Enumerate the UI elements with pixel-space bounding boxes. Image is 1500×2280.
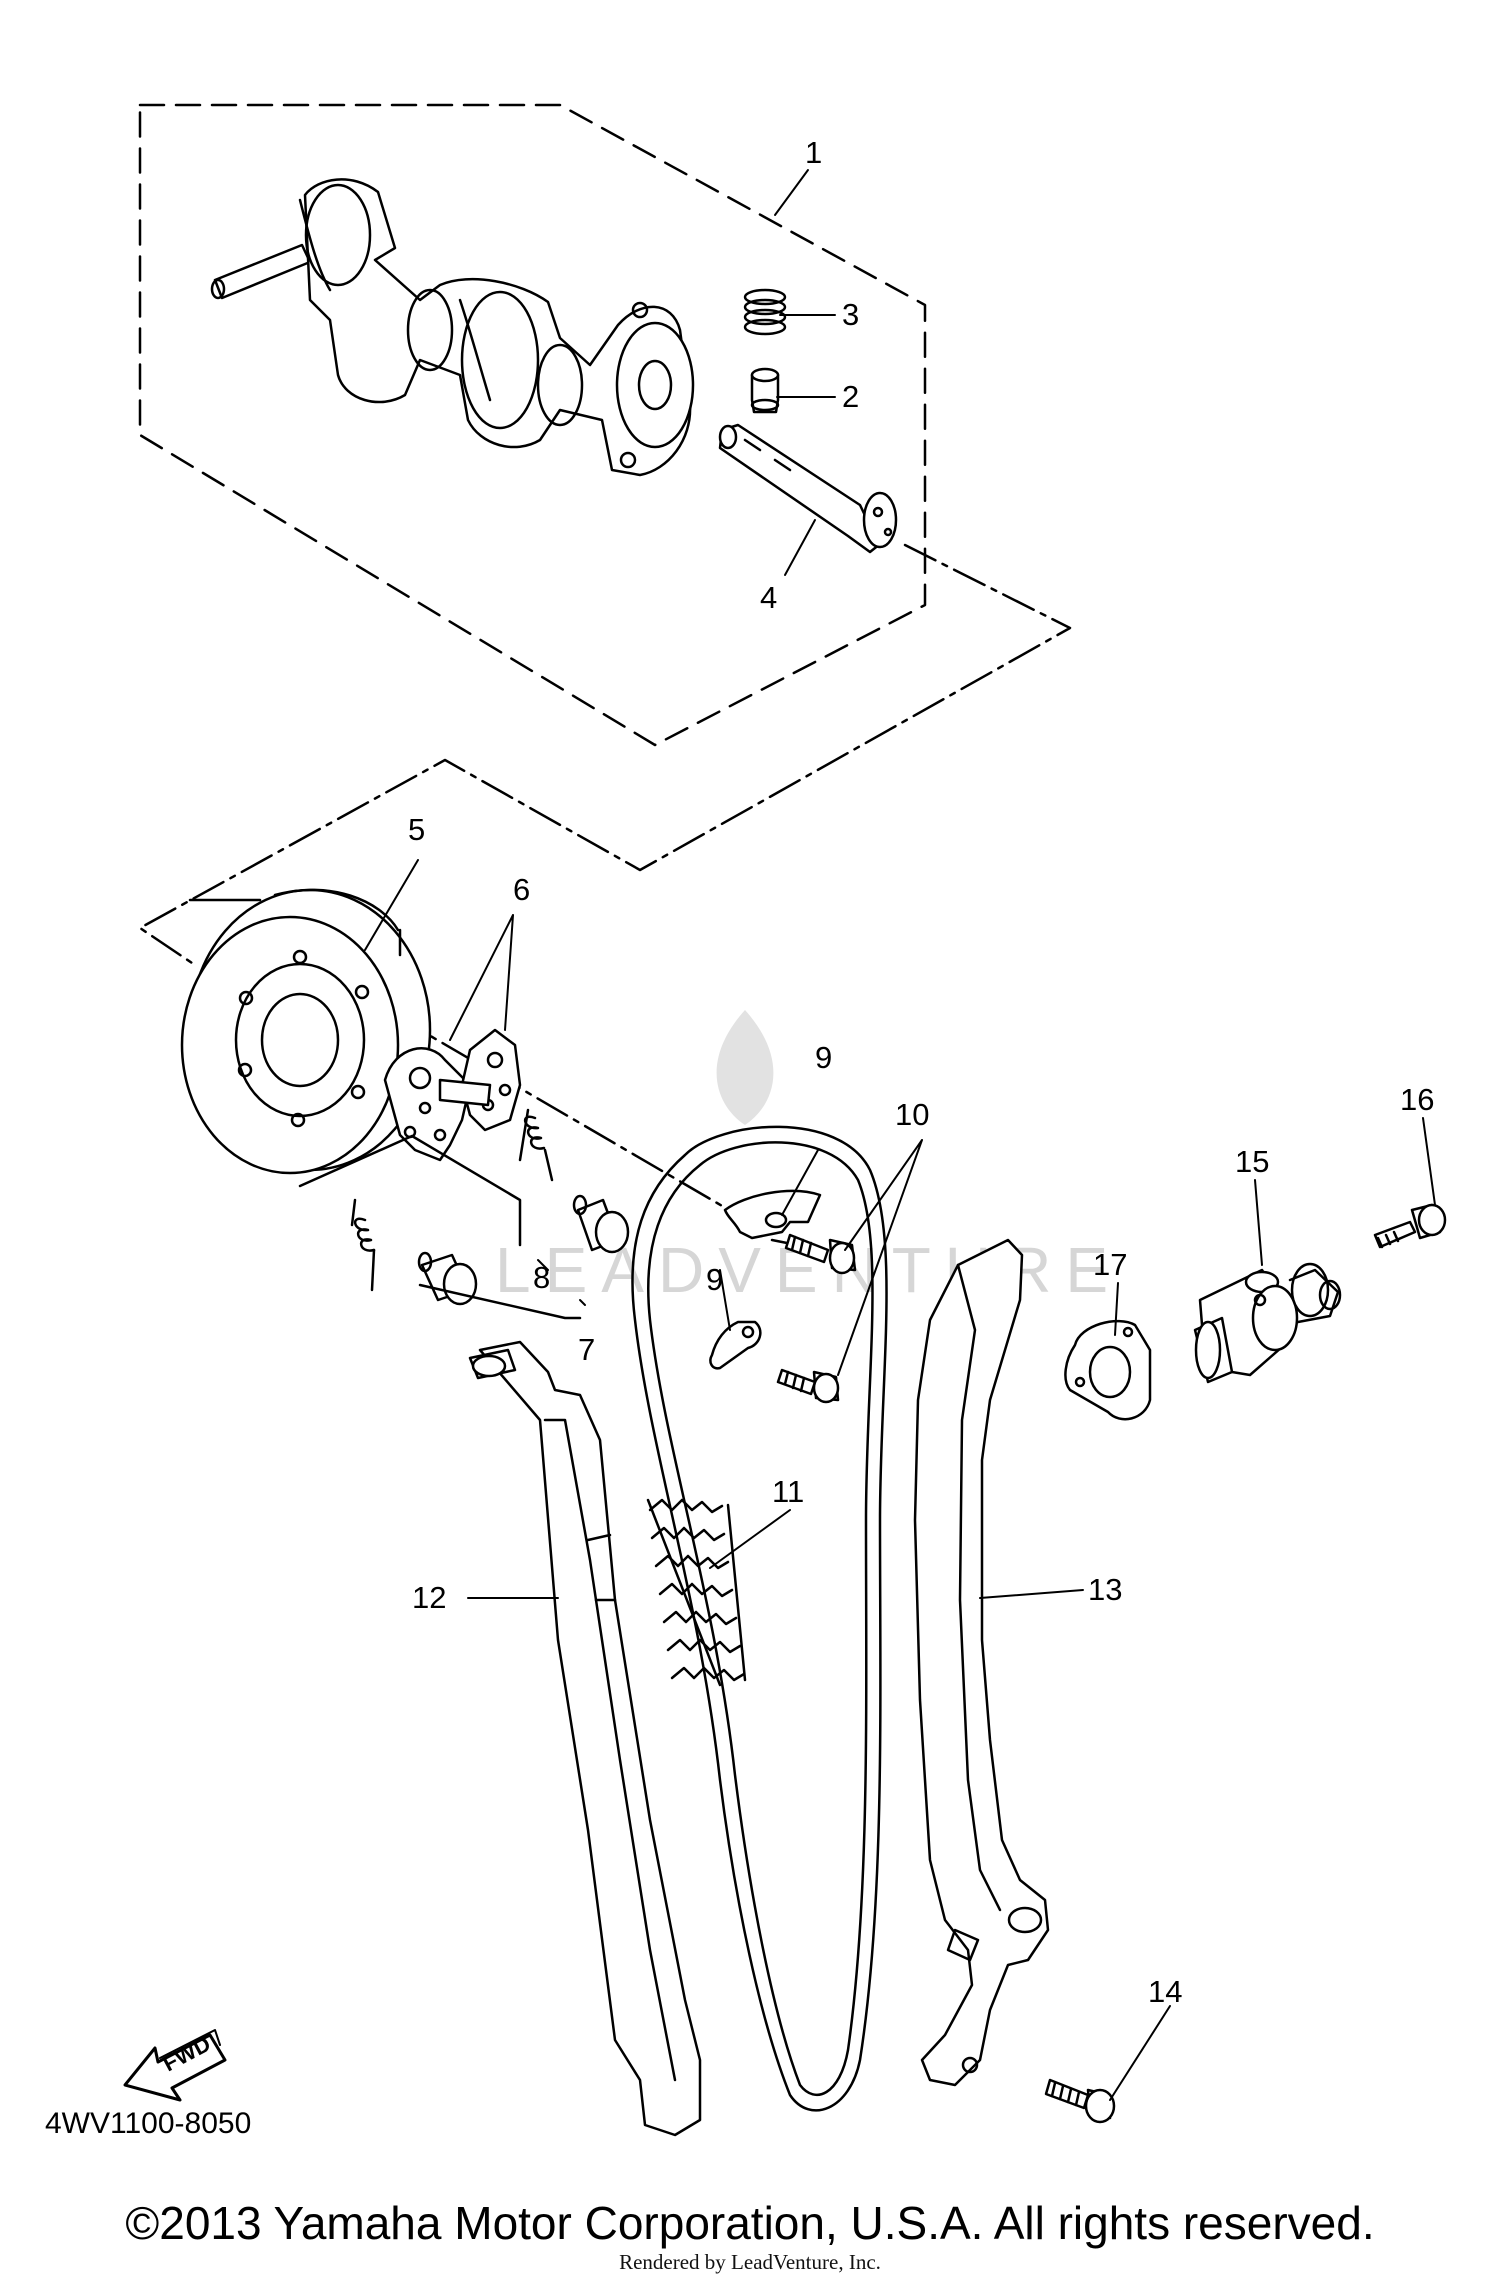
callout-13: 13 <box>1088 1572 1122 1607</box>
copyright-notice: ©2013 Yamaha Motor Corporation, U.S.A. A… <box>125 2197 1375 2249</box>
callout-15: 15 <box>1235 1144 1269 1179</box>
callout-4: 4 <box>760 580 777 615</box>
rendered-by-credit: Rendered by LeadVenture, Inc. <box>619 2250 881 2274</box>
callout-10: 10 <box>895 1097 929 1132</box>
guide-stopper-lower <box>709 1320 762 1370</box>
stopper-bolts <box>776 1233 857 1404</box>
camshaft <box>298 178 695 477</box>
watermark-flame-icon <box>716 1010 774 1125</box>
callout-14: 14 <box>1148 1974 1182 2009</box>
weight-pins <box>417 1194 630 1306</box>
cam-sprocket <box>180 888 432 1175</box>
cam-chain <box>631 1125 888 2112</box>
chain-link-detail <box>646 1498 747 1687</box>
dowel-pin <box>210 243 312 300</box>
spring <box>743 288 787 336</box>
callout-16: 16 <box>1400 1082 1434 1117</box>
chain-guide-12 <box>468 1340 702 2137</box>
chain-tensioner-guide <box>913 1238 1050 2087</box>
pivot-bolt <box>1044 2078 1116 2124</box>
callouts: 1 2 3 4 5 6 7 8 9 9 10 11 12 13 14 15 16… <box>408 135 1434 2009</box>
alignment-line-upper <box>138 543 1072 967</box>
callout-17: 17 <box>1093 1247 1127 1282</box>
callout-6: 6 <box>513 872 530 907</box>
callout-1: 1 <box>805 135 822 170</box>
callout-11: 11 <box>772 1474 804 1509</box>
watermark: LEADVENTURE <box>495 1010 1108 1306</box>
callout-7: 7 <box>578 1332 595 1367</box>
decompression-shaft <box>718 423 898 554</box>
callout-9b: 9 <box>706 1262 723 1297</box>
tensioner-bolt <box>1373 1203 1447 1249</box>
drawing-number: 4WV1100-8050 <box>45 2107 251 2140</box>
weight-springs <box>350 1108 554 1292</box>
callout-2: 2 <box>842 379 859 414</box>
leader-lines <box>364 169 1436 2101</box>
callout-8: 8 <box>533 1260 550 1295</box>
cam-chain-tensioner <box>1193 1262 1342 1384</box>
callout-3: 3 <box>842 297 859 332</box>
plunger-pin <box>750 367 780 414</box>
fwd-arrow-icon <box>123 2029 227 2102</box>
callout-12: 12 <box>412 1580 446 1615</box>
decompression-weights <box>383 1028 522 1162</box>
callout-9a: 9 <box>815 1040 832 1075</box>
callout-5: 5 <box>408 812 425 847</box>
bracket-8 <box>298 1134 522 1247</box>
tensioner-gasket <box>1064 1319 1152 1421</box>
bracket-7 <box>418 1283 582 1320</box>
camshaft-group-outline <box>138 103 927 747</box>
guide-stopper-upper <box>723 1189 822 1240</box>
